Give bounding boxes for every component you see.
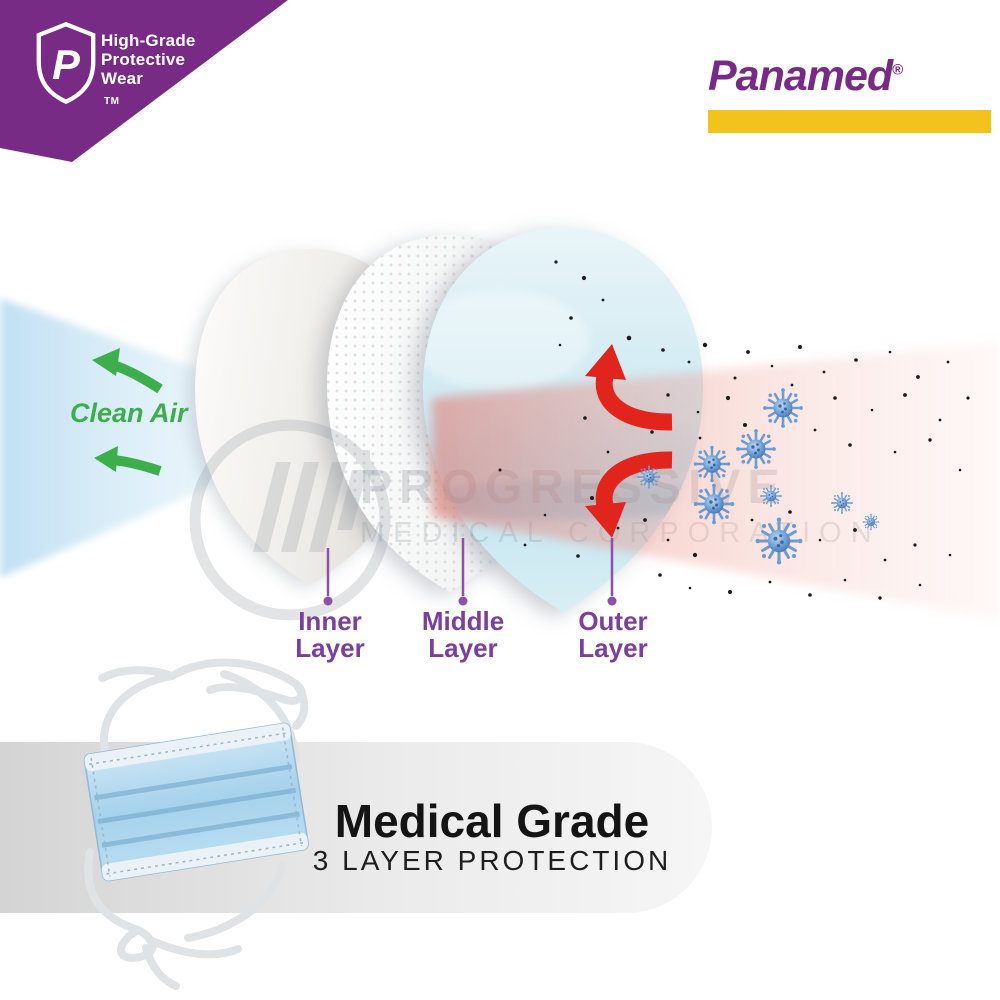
badge-text-line3: Wear (101, 69, 144, 88)
clean-air-label: Clean Air (70, 398, 188, 428)
inner-layer-label-line2: Layer (295, 633, 365, 663)
mask-ties (84, 658, 309, 990)
brand-logo: Panamed® (708, 52, 998, 133)
layer-callout-lines (323, 538, 617, 606)
badge-text: High-Grade Protective Wear (101, 31, 196, 88)
badge-text-line1: High-Grade (101, 31, 196, 50)
clean-air-beam (0, 298, 252, 578)
brand-name-text: Panamed (708, 52, 893, 100)
banner-title: Medical Grade (334, 795, 650, 847)
inner-layer-label-line1: Inner (298, 606, 362, 636)
rebound-arrow-icon-top (585, 344, 673, 431)
registered-mark: ® (892, 61, 903, 79)
brand-name: Panamed® (708, 52, 998, 101)
outer-layer-label: Outer Layer (578, 608, 647, 662)
mask-body (83, 722, 309, 882)
outer-layer-label-line1: Outer (578, 606, 648, 636)
clean-air-arrow-icon-top (92, 348, 163, 394)
badge-text-line2: Protective (101, 50, 186, 69)
contaminated-air-beam (432, 342, 1000, 620)
middle-layer-label-line1: Middle (421, 606, 505, 636)
rebound-arrow-icon-bottom (585, 451, 673, 538)
banner-subtitle: 3 LAYER PROTECTION (312, 845, 672, 876)
middle-layer-label: Middle Layer (422, 608, 504, 662)
middle-layer-label-line2: Layer (428, 633, 498, 663)
badge-trademark: TM (104, 96, 120, 107)
outer-layer-label-line2: Layer (578, 633, 648, 663)
shield-icon: P (36, 21, 96, 105)
airborne-particles (498, 260, 970, 600)
inner-layer-label: Inner Layer (295, 608, 364, 662)
watermark-logo-icon (189, 419, 391, 621)
clean-air-arrow-icon-bottom (94, 446, 162, 476)
brand-underline-bar (708, 110, 991, 133)
shield-logo-letter: P (52, 41, 80, 88)
